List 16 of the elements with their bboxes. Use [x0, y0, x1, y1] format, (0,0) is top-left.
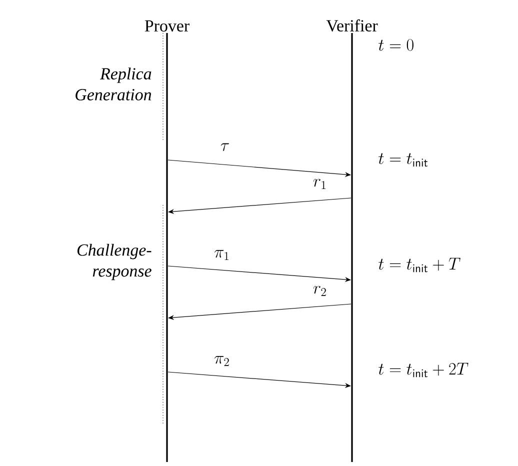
node-label: Verifier: [326, 19, 378, 32]
edge-label: $\tau$: [220, 143, 229, 151]
edge-label: $r_1$: [314, 178, 326, 189]
time-label: $t = 0$: [378, 39, 414, 51]
lifeline: Verifier: [326, 19, 378, 462]
arrow: [168, 198, 352, 214]
time-label: $t = t_{\mathsf{init}} + 2T$: [378, 362, 468, 378]
phase-label: Replica Generation: [76, 68, 152, 100]
edge-label: $\pi_2$: [214, 356, 229, 366]
edge-label: $r_2$: [314, 286, 326, 296]
edge-label: $\pi_1$: [214, 250, 229, 260]
phase-label: Challenge-response: [78, 244, 152, 280]
arrow: [168, 304, 352, 320]
time-label: $t = t_{\mathsf{init}}$: [378, 153, 428, 167]
time-label: $t = t_{\mathsf{init}} + T$: [378, 258, 460, 272]
node-label: Prover: [144, 20, 190, 32]
